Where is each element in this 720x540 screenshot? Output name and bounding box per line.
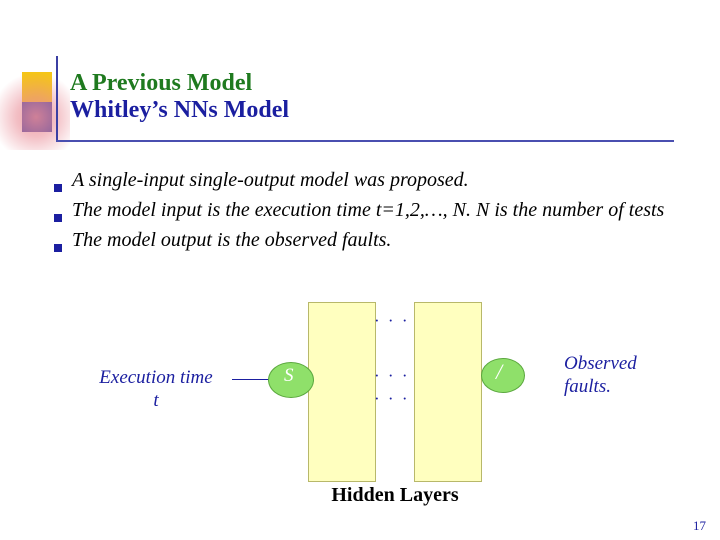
input-label-line-2: t xyxy=(153,390,159,411)
page-title: A Previous Model Whitley’s NNs Model xyxy=(70,70,670,124)
list-item: A single-input single-output model was p… xyxy=(44,168,684,197)
bullet-square-icon xyxy=(44,198,72,227)
bullet-square-icon xyxy=(44,228,72,257)
ellipsis-middle: · · · xyxy=(374,366,410,385)
ellipsis-top: · · · xyxy=(374,311,410,330)
sigmoid-glyph: S xyxy=(284,365,294,386)
title-line-2: Whitley’s NNs Model xyxy=(70,97,290,123)
input-connector-line xyxy=(232,379,270,380)
output-node xyxy=(481,358,525,393)
title-line-1: A Previous Model xyxy=(70,70,253,96)
ellipsis-bottom: · · · xyxy=(374,389,410,408)
page-number: 17 xyxy=(693,518,706,533)
input-label-line-1: Execution time xyxy=(99,367,213,388)
bullet-text: The model input is the execution time t=… xyxy=(72,199,665,221)
vertical-divider xyxy=(56,56,58,142)
bullet-list: A single-input single-output model was p… xyxy=(44,168,684,258)
hidden-layers-label: Hidden Layers xyxy=(331,484,459,506)
horizontal-divider xyxy=(56,140,674,142)
bullet-text: A single-input single-output model was p… xyxy=(72,169,469,191)
hidden-layer-2-box xyxy=(414,302,482,482)
output-label-line-1: Observed xyxy=(564,353,637,374)
slide-decoration xyxy=(0,55,70,150)
hidden-layer-1-box xyxy=(308,302,376,482)
bullet-square-icon xyxy=(44,168,72,197)
output-label: Observed faults. xyxy=(564,352,714,398)
output-label-line-2: faults. xyxy=(564,376,611,397)
input-node xyxy=(268,362,314,398)
input-label: Execution time t xyxy=(78,366,234,412)
neural-network-diagram: S / · · · · · · · · · Execution time t O… xyxy=(0,290,720,520)
blue-square-decoration xyxy=(22,102,52,132)
gold-square-decoration xyxy=(22,72,52,102)
linear-glyph: / xyxy=(496,359,503,384)
list-item: The model output is the observed faults. xyxy=(44,228,684,257)
bullet-text: The model output is the observed faults. xyxy=(72,229,392,251)
list-item: The model input is the execution time t=… xyxy=(44,198,684,227)
